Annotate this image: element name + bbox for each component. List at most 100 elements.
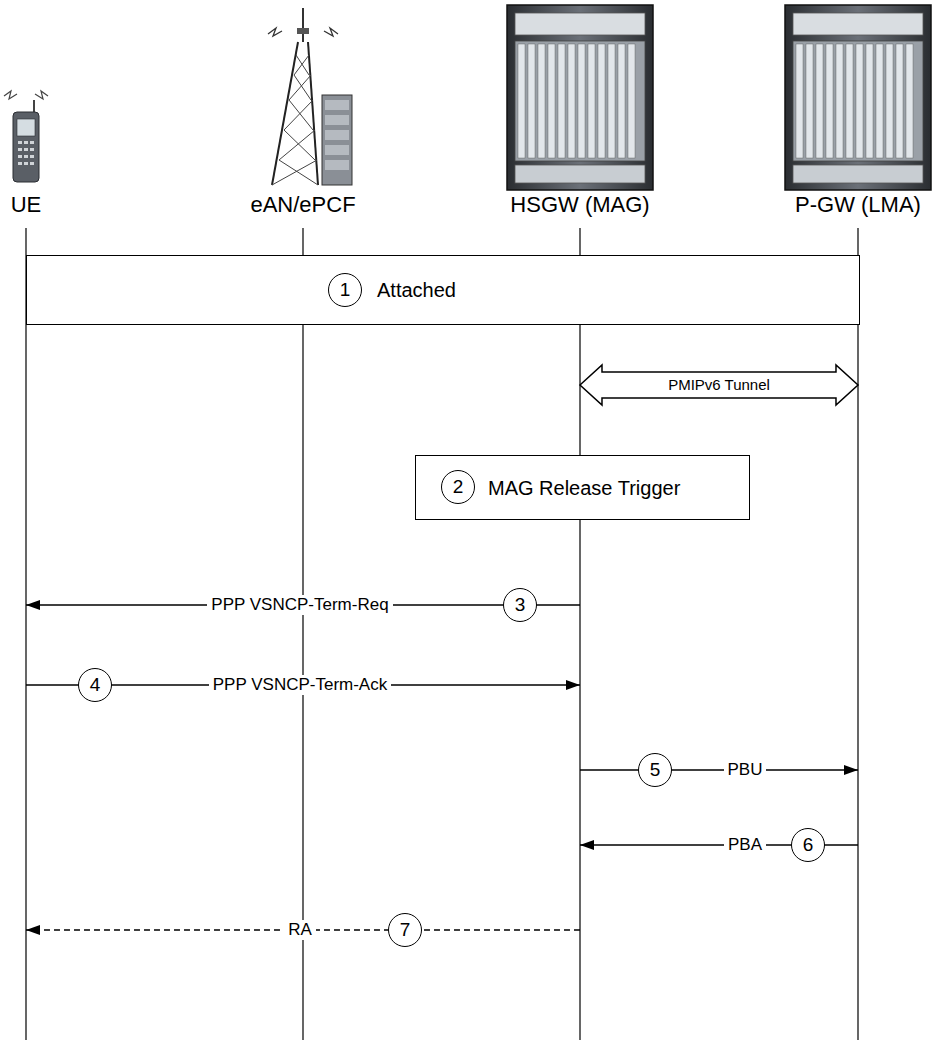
lifeline: [26, 228, 858, 1040]
callout-number: 6: [791, 828, 825, 862]
box-text: Attached: [377, 278, 456, 302]
chassis-icon: [846, 44, 853, 158]
tower-icon: [322, 95, 352, 185]
chassis-icon: [796, 44, 913, 158]
callout-number: 7: [388, 913, 422, 947]
phone-icon: [30, 148, 34, 151]
chassis-icon: [876, 44, 883, 158]
chassis-icon: [836, 44, 843, 158]
callout-number: 1: [328, 273, 362, 307]
chassis-icon: [896, 44, 903, 158]
chassis-icon: [826, 44, 833, 158]
chassis-icon: [866, 44, 873, 158]
phone-icon: [24, 155, 28, 158]
chassis-icon: [886, 44, 893, 158]
chassis-icon: [518, 44, 635, 158]
chassis-icon: [785, 5, 931, 190]
tower-icon: [325, 160, 349, 170]
participant: HSGW (MAG): [510, 192, 649, 218]
tower-icon: [325, 115, 349, 125]
participant: UE: [11, 192, 42, 218]
message-arrow: [580, 769, 858, 770]
tower-icon: [324, 28, 338, 36]
phone-icon: [30, 155, 34, 158]
callout-number: 2: [441, 470, 475, 504]
lifeline: [302, 228, 303, 1040]
tower-icon: [279, 160, 318, 185]
message-label: PPP VSNCP-Term-Ack: [209, 675, 391, 695]
chassis-icon: [507, 5, 653, 190]
callout-number: 5: [638, 753, 672, 787]
chassis-icon: [568, 44, 575, 158]
chassis-icon: [816, 44, 823, 158]
participant: P-GW (LMA): [795, 192, 921, 218]
phone-icon: [24, 141, 28, 144]
chassis-icon: [618, 44, 625, 158]
message-label: PPP VSNCP-Term-Req: [207, 595, 392, 615]
phone-icon: [4, 91, 17, 99]
lifeline: [857, 228, 858, 1040]
lifeline: [579, 228, 580, 1040]
chassis-icon: [507, 5, 653, 190]
chassis-icon: [598, 44, 605, 158]
tower-icon: [325, 130, 349, 140]
chassis-icon: [793, 165, 923, 183]
tunnel-label: PMIPv6 Tunnel: [666, 377, 772, 393]
chassis-icon: [515, 41, 645, 161]
message-label: PBU: [724, 760, 767, 780]
phone-icon: [18, 162, 22, 165]
phone-icon: [4, 91, 48, 182]
tower-icon: [289, 75, 311, 100]
phone-icon: [18, 155, 22, 158]
chassis-icon: [528, 44, 535, 158]
participant: eAN/ePCF: [250, 192, 355, 218]
tower-icon: [279, 130, 315, 160]
callout-number: 3: [503, 588, 537, 622]
chassis-icon: [906, 44, 913, 158]
chassis-icon: [856, 44, 863, 158]
tower-icon: [289, 100, 313, 130]
chassis-icon: [608, 44, 615, 158]
phone-icon: [24, 148, 28, 151]
box-text: MAG Release Trigger: [488, 476, 680, 500]
phone-icon: [13, 112, 39, 182]
tower-icon: [302, 8, 304, 42]
phone-icon: [30, 141, 34, 144]
chassis-icon: [578, 44, 585, 158]
chassis-icon: [538, 44, 545, 158]
message-label: PBA: [724, 835, 766, 855]
chassis-icon: [785, 5, 931, 190]
chassis-icon: [796, 44, 803, 158]
tower-icon: [294, 75, 311, 100]
chassis-icon: [515, 165, 645, 183]
process-box: Attached: [26, 255, 860, 325]
callout-number: 4: [78, 668, 112, 702]
chassis-icon: [806, 44, 813, 158]
tower-icon: [325, 100, 349, 110]
participant-name: UE: [11, 192, 42, 218]
chassis-icon: [558, 44, 565, 158]
tower-icon: [297, 28, 309, 34]
phone-icon: [17, 119, 35, 136]
phone-icon: [33, 100, 35, 112]
tower-icon: [268, 8, 352, 185]
tower-icon: [325, 145, 349, 155]
tower-icon: [284, 100, 313, 130]
phone-icon: [18, 148, 22, 151]
tower-icon: [268, 28, 282, 36]
participant-name: eAN/ePCF: [250, 192, 355, 218]
phone-icon: [18, 141, 22, 144]
chassis-icon: [518, 44, 525, 158]
tower-icon: [272, 160, 317, 185]
participant-name: P-GW (LMA): [795, 192, 921, 218]
phone-icon: [24, 162, 28, 165]
chassis-icon: [588, 44, 595, 158]
chassis-icon: [548, 44, 555, 158]
phone-icon: [30, 162, 34, 165]
chassis-icon: [793, 13, 923, 35]
participant-name: HSGW (MAG): [510, 192, 649, 218]
tower-icon: [294, 55, 309, 75]
tower-icon: [308, 42, 318, 185]
